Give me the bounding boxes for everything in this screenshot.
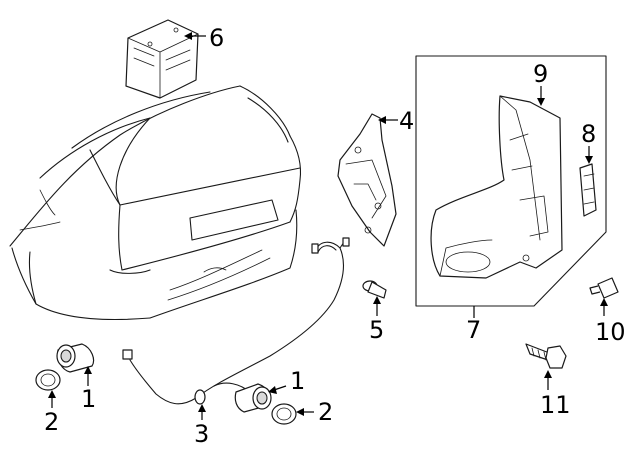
callout-1-left: 1: [81, 385, 96, 413]
bumper-bracket-part: [430, 95, 563, 279]
retaining-pin-part: [362, 280, 387, 299]
small-clip-part: [579, 163, 597, 217]
assembly-box-7: [415, 55, 607, 307]
callout-labels: 6 4 9 8 7 5 10 11 1 2 3 1 2: [44, 24, 626, 448]
mounting-bracket-part: [337, 113, 397, 247]
sensor-ring-bottom-part: [271, 403, 297, 425]
callout-5: 5: [369, 316, 384, 344]
callout-1-bottom: 1: [290, 367, 305, 395]
callout-9: 9: [533, 60, 548, 88]
callout-2-bottom: 2: [318, 398, 333, 426]
leader-lines: [48, 32, 608, 420]
callout-7: 7: [466, 316, 481, 344]
callout-10: 10: [595, 318, 626, 346]
bolt-10-part: [589, 277, 619, 299]
callout-3: 3: [194, 420, 209, 448]
control-module-part: [125, 19, 199, 99]
bolt-11-part: [525, 343, 567, 369]
callout-8: 8: [581, 120, 596, 148]
sensor-ring-left-part: [35, 369, 61, 391]
callout-4: 4: [399, 107, 414, 135]
parking-sensor-left-part: [56, 343, 95, 373]
wiring-harness-part: [122, 237, 350, 405]
callout-6: 6: [209, 24, 224, 52]
callout-11: 11: [540, 391, 571, 419]
parking-sensor-bottom-part: [234, 383, 272, 413]
callout-2-left: 2: [44, 408, 59, 436]
vehicle-rear-body: [9, 85, 302, 320]
